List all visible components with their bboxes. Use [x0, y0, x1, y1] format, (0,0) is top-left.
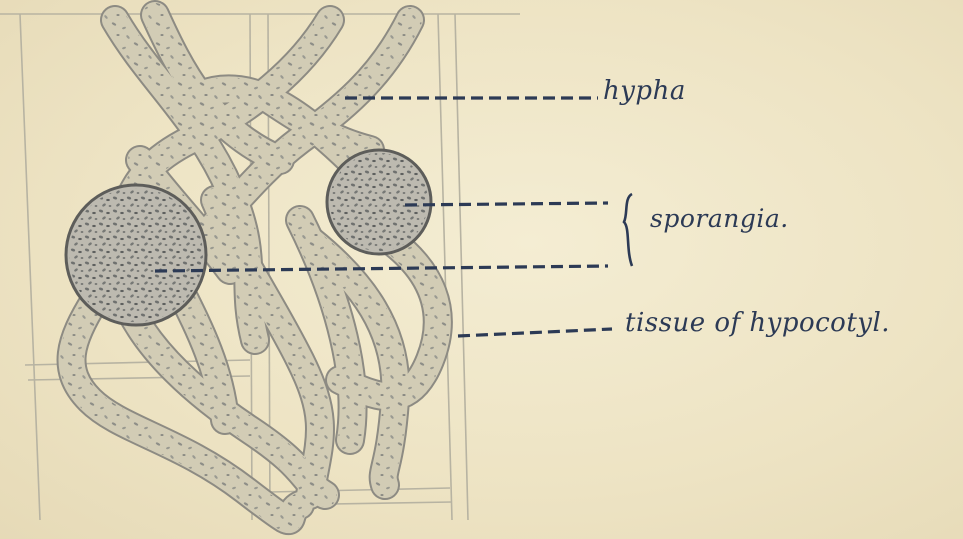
sporangia-bracket — [624, 194, 632, 266]
label-tissue-of-hypocotyl: tissue of hypocotyl. — [625, 308, 890, 338]
label-hypha: hypha — [603, 76, 686, 106]
tissue-leader — [458, 329, 612, 336]
sporangium-large — [66, 185, 206, 325]
label-sporangia: sporangia. — [650, 204, 789, 233]
sporangium-small-leader — [405, 203, 608, 205]
sporangium-small — [327, 150, 431, 254]
